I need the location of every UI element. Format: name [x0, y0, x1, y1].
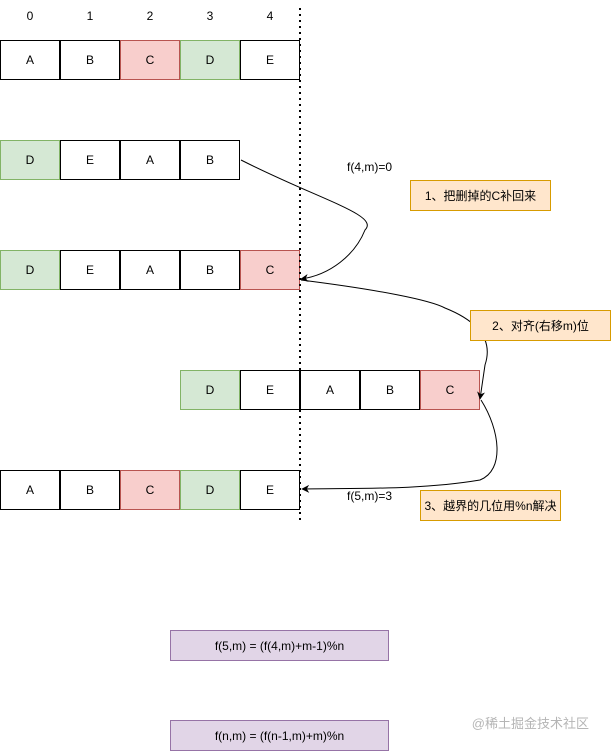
array-cell: E — [60, 140, 120, 180]
note-step3: 3、越界的几位用%n解决 — [420, 490, 561, 521]
index-label: 0 — [26, 9, 34, 23]
array-cell: D — [180, 40, 240, 80]
index-label: 3 — [206, 9, 214, 23]
arrow-to-shifted — [300, 279, 488, 400]
array-cell: C — [120, 40, 180, 80]
array-cell: C — [420, 370, 480, 410]
array-cell: B — [180, 250, 240, 290]
watermark: @稀土掘金技术社区 — [471, 716, 589, 731]
array-cell: A — [120, 250, 180, 290]
array-cell: E — [240, 40, 300, 80]
arrow-to-final — [301, 399, 498, 493]
array-cell: B — [180, 140, 240, 180]
note-step1: 1、把删掉的C补回来 — [410, 180, 551, 211]
index-label: 1 — [86, 9, 94, 23]
index-label: 2 — [146, 9, 154, 23]
label-f5: f(5,m)=3 — [347, 489, 393, 503]
array-cell: D — [180, 370, 240, 410]
array-cell: E — [60, 250, 120, 290]
array-cell: A — [120, 140, 180, 180]
array-cell: D — [180, 470, 240, 510]
array-cell: E — [240, 470, 300, 510]
formula-general: f(n,m) = (f(n-1,m)+m)%n — [170, 720, 389, 751]
index-label: 4 — [266, 9, 274, 23]
note-step2: 2、对齐(右移m)位 — [470, 310, 611, 341]
array-cell: B — [60, 470, 120, 510]
formula-specific: f(5,m) = (f(4,m)+m-1)%n — [170, 630, 389, 661]
array-cell: C — [120, 470, 180, 510]
array-cell: E — [240, 370, 300, 410]
array-cell: A — [0, 470, 60, 510]
array-cell: A — [300, 370, 360, 410]
array-cell: B — [60, 40, 120, 80]
label-f4: f(4,m)=0 — [347, 160, 393, 174]
array-cell: D — [0, 140, 60, 180]
array-cell: A — [0, 40, 60, 80]
array-cell: D — [0, 250, 60, 290]
array-cell: C — [240, 250, 300, 290]
arrow-to-restored — [240, 159, 368, 282]
array-cell: B — [360, 370, 420, 410]
